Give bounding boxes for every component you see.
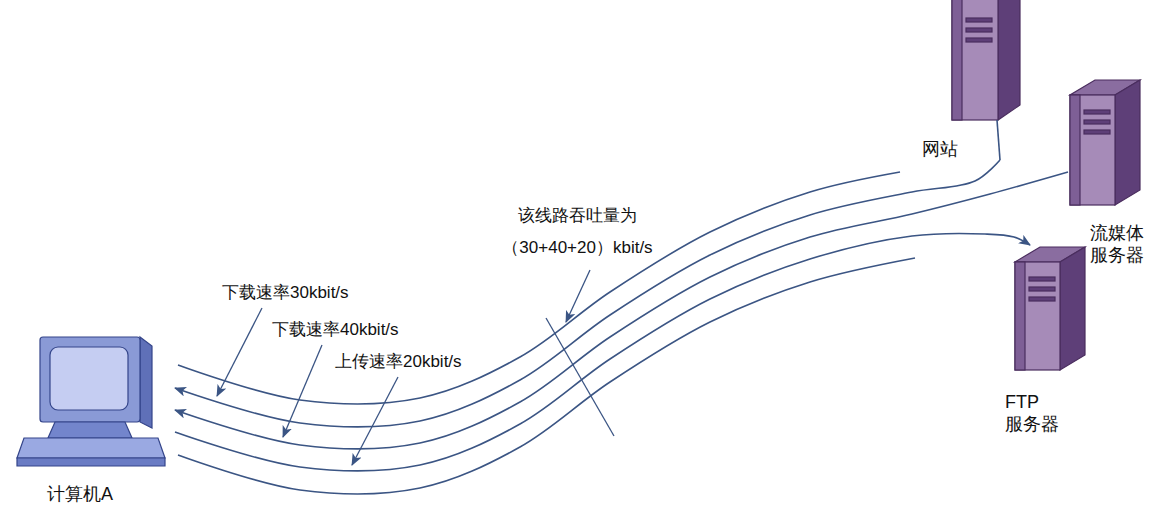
server-icon (1070, 80, 1140, 205)
server-node: 流媒体 服务器 (1068, 78, 1158, 266)
throughput-note: 该线路吞吐量为 （30+40+20）kbit/s (470, 200, 685, 264)
computer-icon (17, 438, 165, 458)
leader-line (217, 308, 262, 396)
server-node: FTP 服务器 (1003, 245, 1089, 435)
leader-line (566, 270, 590, 322)
server-icon (952, 0, 962, 120)
rate-callout: 下载速率40kbit/s (272, 320, 399, 340)
server-icon (1029, 277, 1055, 281)
server-icon (1070, 95, 1080, 205)
server-node: 网站 (918, 0, 1028, 160)
computer-icon (50, 347, 128, 410)
flow-connector (175, 160, 1000, 427)
server-icon (1115, 80, 1140, 205)
computer-node: 计算机A (10, 333, 175, 505)
server-icon (1029, 297, 1055, 301)
rate-callout: 下载速率30kbit/s (222, 283, 349, 303)
server-icon (1070, 95, 1115, 205)
node-label: 网站 (922, 138, 958, 160)
server-icon (998, 0, 1020, 120)
server-icon (1015, 262, 1025, 370)
server-icon (1015, 247, 1085, 370)
server-icon (952, 0, 1020, 120)
server-icon (1015, 262, 1060, 370)
computer-icon (17, 337, 165, 466)
server-icon (1060, 247, 1085, 370)
flow-connector (175, 233, 1030, 470)
server-icon (1084, 110, 1110, 114)
server-icon (1029, 287, 1055, 291)
computer-icon (40, 337, 140, 422)
leader-line (217, 270, 590, 465)
server-icon (966, 28, 992, 32)
server-icon (1084, 130, 1110, 134)
server-icon (1084, 120, 1110, 124)
server-icon (966, 18, 992, 22)
server-icon (952, 0, 998, 120)
leader-line (352, 377, 398, 465)
node-label: 计算机A (47, 483, 113, 505)
node-label: FTP 服务器 (1005, 391, 1064, 435)
computer-icon (140, 337, 152, 428)
pipe-boundary (178, 172, 915, 494)
node-label: 流媒体 服务器 (1090, 222, 1149, 266)
computer-icon (48, 422, 132, 438)
computer-icon (17, 458, 165, 466)
server-icon (966, 38, 992, 42)
flow-connector (175, 172, 1068, 449)
pipe-boundary (178, 258, 915, 494)
server-stub-wire (997, 120, 1000, 160)
rate-callout: 上传速率20kbit/s (335, 352, 462, 372)
